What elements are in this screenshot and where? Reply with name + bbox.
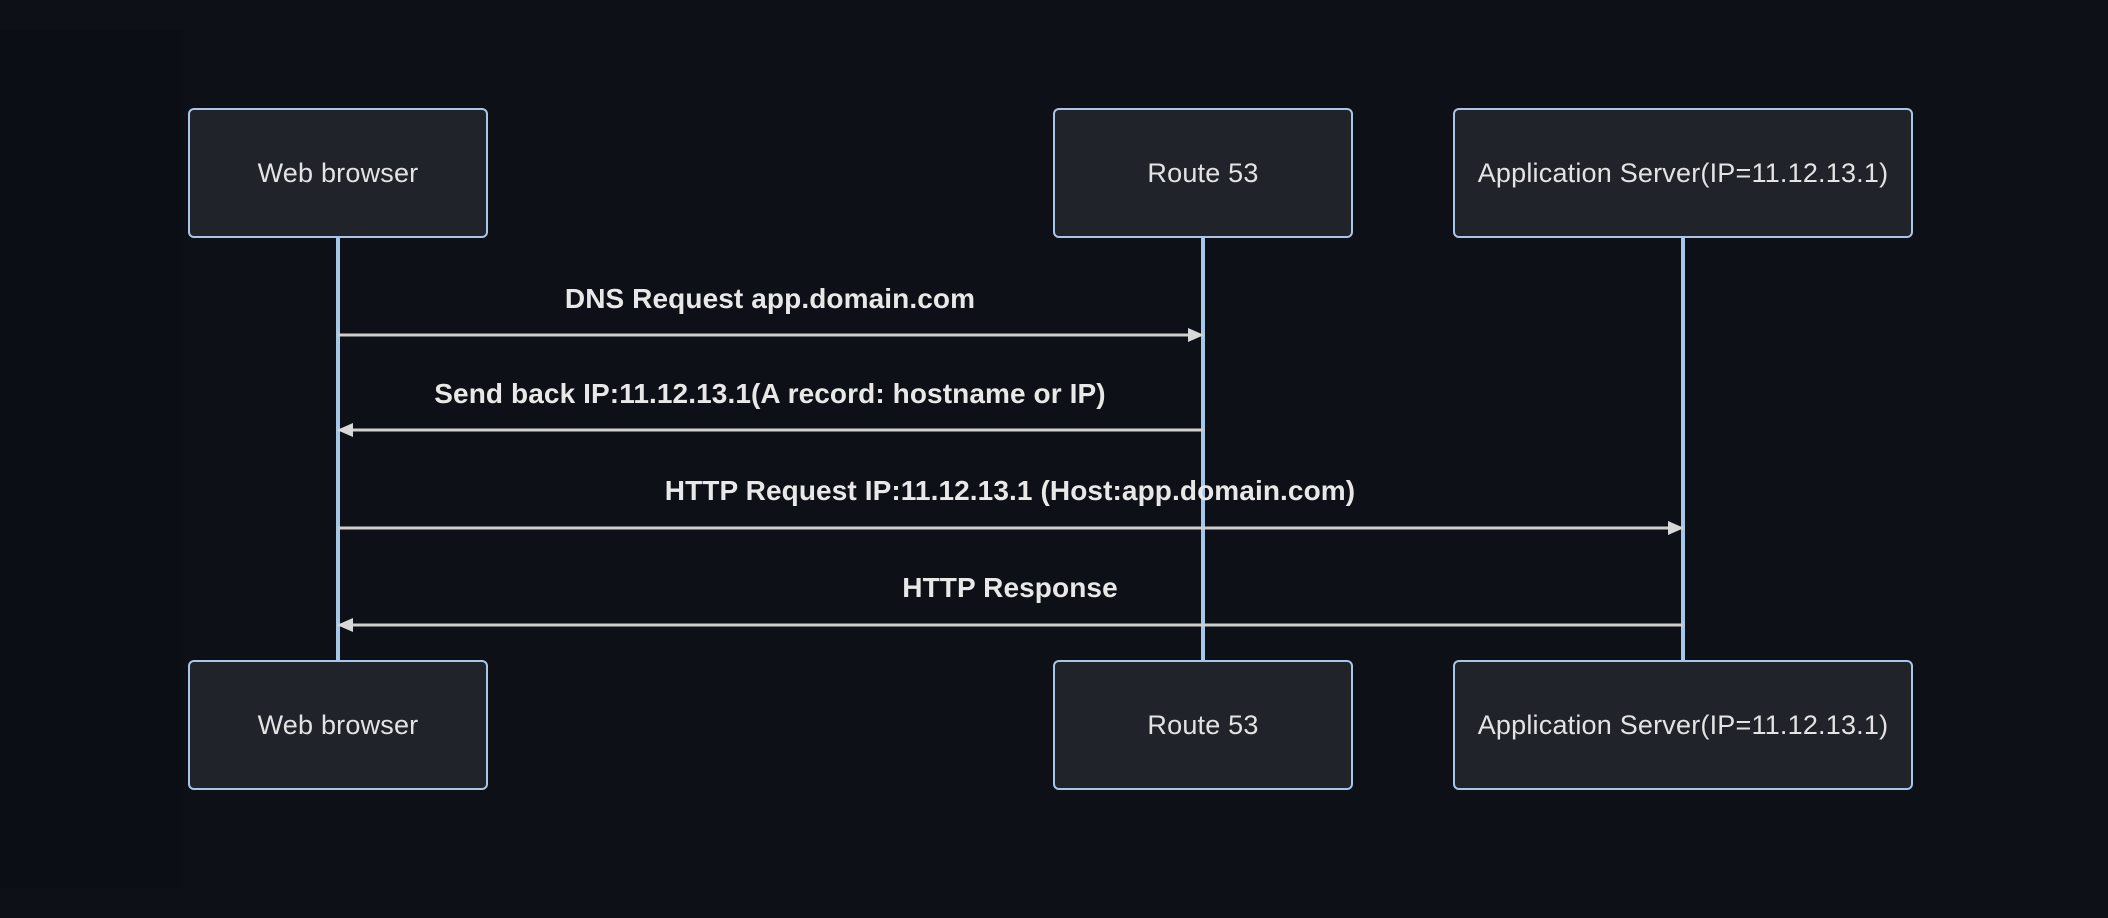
message-label-1: DNS Request app.domain.com bbox=[564, 283, 976, 314]
actor-label-browser: Web browser bbox=[257, 157, 419, 188]
message-line-group bbox=[337, 328, 1684, 632]
message-label-4: HTTP Response bbox=[902, 572, 1118, 603]
bottom-actor-route53[interactable]: Route 53 bbox=[1053, 660, 1353, 790]
bottom-actor-appserver[interactable]: Application Server(IP=11.12.13.1) bbox=[1453, 660, 1913, 790]
top-actor-browser[interactable]: Web browser bbox=[188, 108, 488, 238]
message-label-2: Send back IP:11.12.13.1(A record: hostna… bbox=[434, 378, 1106, 409]
actor-label-route53: Route 53 bbox=[1147, 157, 1259, 188]
actor-label-route53: Route 53 bbox=[1147, 709, 1259, 740]
bottom-actor-browser[interactable]: Web browser bbox=[188, 660, 488, 790]
lifeline-group bbox=[336, 238, 1685, 662]
actor-label-appserver: Application Server(IP=11.12.13.1) bbox=[1477, 157, 1889, 188]
top-actor-appserver[interactable]: Application Server(IP=11.12.13.1) bbox=[1453, 108, 1913, 238]
actor-label-browser: Web browser bbox=[257, 709, 419, 740]
message-label-3: HTTP Request IP:11.12.13.1 (Host:app.dom… bbox=[664, 475, 1356, 506]
top-actor-route53[interactable]: Route 53 bbox=[1053, 108, 1353, 238]
actor-label-appserver: Application Server(IP=11.12.13.1) bbox=[1477, 709, 1889, 740]
